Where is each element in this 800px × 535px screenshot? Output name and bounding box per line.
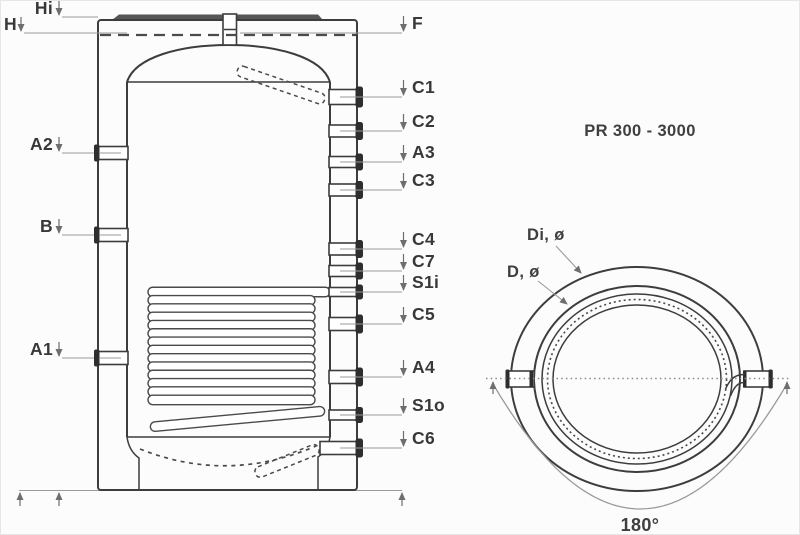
left-stub-cap <box>505 369 510 389</box>
dim-label-H: H <box>4 14 17 34</box>
connection-S1i: S1i <box>328 272 439 300</box>
model-range-title: PR 300 - 3000 <box>584 122 696 140</box>
connection-label-C2: C2 <box>412 111 435 131</box>
bottom-connection-hidden-pipe <box>254 443 320 479</box>
dim-label-A1: A1 <box>30 339 53 359</box>
top-connection-hidden-pipe <box>236 65 326 105</box>
nozzle-cap <box>94 144 100 162</box>
connection-S1o: S1o <box>328 395 445 423</box>
tank-diameter-label: D, ø <box>507 263 540 281</box>
skirt-left <box>126 436 140 490</box>
connection-label-A3: A3 <box>412 142 435 162</box>
coil-outlet-tube <box>149 405 326 433</box>
height-dim-H: H <box>4 14 127 34</box>
connection-label-S1i: S1i <box>412 272 439 292</box>
dim-label-Hi: Hi <box>35 0 53 18</box>
connection-A3: A3 <box>328 142 435 171</box>
height-dimension-labels: HiH A2B A1 <box>4 0 129 367</box>
left-stub-inner-cap <box>529 370 533 388</box>
connection-label-C5: C5 <box>412 304 435 324</box>
top-view: Di, ø D, ø 180° PR 300 - 3000 <box>486 122 791 535</box>
coil-heat-exchanger <box>147 286 331 433</box>
connection-C1: C1 <box>328 77 435 108</box>
connection-C3: C3 <box>328 170 435 199</box>
nozzle-cap <box>94 349 100 367</box>
connection-label-F: F <box>412 13 423 33</box>
outer-diameter-leader <box>555 245 582 274</box>
nozzle-cap <box>94 226 100 244</box>
outer-diameter-label: Di, ø <box>527 226 565 244</box>
connection-A4: A4 <box>328 357 435 387</box>
connection-label-S1o: S1o <box>412 395 445 415</box>
tank-diameter-leader <box>537 280 568 305</box>
connection-C7: C7 <box>328 251 435 280</box>
connection-C5: C5 <box>328 304 435 334</box>
connection-F: F <box>240 13 423 34</box>
vessel-dome <box>126 44 331 83</box>
left-nozzle-A2 <box>94 144 129 162</box>
dim-label-A2: A2 <box>30 134 53 154</box>
connection-label-C3: C3 <box>412 170 435 190</box>
connection-label-C4: C4 <box>412 229 435 249</box>
connection-C4: C4 <box>328 229 435 258</box>
connection-label-C7: C7 <box>412 251 435 271</box>
height-dim-Hi: Hi <box>35 0 98 18</box>
right-stub <box>743 370 773 388</box>
connection-label-C1: C1 <box>412 77 435 97</box>
dim-label-B: B <box>40 216 53 236</box>
connection-label-C6: C6 <box>412 428 435 448</box>
connection-label-A4: A4 <box>412 357 435 377</box>
coil-stub-pipe-lower <box>729 381 745 397</box>
left-nozzle-B <box>94 226 129 244</box>
angle-label: 180° <box>621 515 660 535</box>
coil-turn <box>147 394 316 406</box>
right-stub-cap <box>768 369 773 389</box>
connection-C2: C2 <box>328 111 435 140</box>
connection-C6: C6 <box>319 428 435 458</box>
coil-stub-pipe-upper <box>724 373 745 390</box>
left-nozzle-A1 <box>94 349 129 367</box>
dished-bottom-hidden-line <box>139 445 317 467</box>
insulation-lid-band <box>112 14 323 20</box>
angle-arc <box>492 383 788 510</box>
